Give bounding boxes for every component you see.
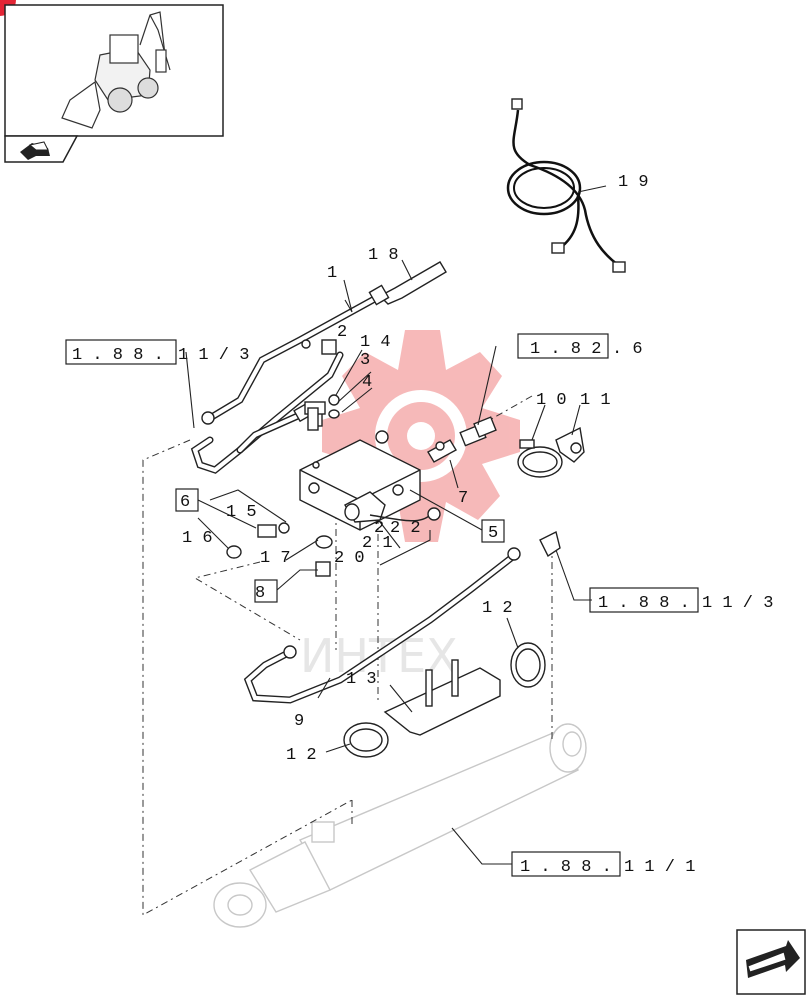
hose-clamp-10 — [517, 439, 563, 478]
previous-page-tab[interactable] — [4, 135, 79, 163]
pipe-assembly-lower — [243, 530, 561, 704]
ref-box-right[interactable]: 1 . 8 8 . 1 1 / 3 — [589, 587, 773, 613]
callout-box-8 — [254, 579, 278, 603]
ref-top-tail: . 6 — [612, 340, 643, 359]
wiring-harness — [506, 98, 626, 273]
callout-13: 1 3 — [346, 670, 377, 689]
callout-9: 9 — [294, 712, 304, 731]
ref-bottom-tail: 1 1 / 1 — [624, 858, 695, 877]
callout-16: 1 6 — [182, 529, 213, 548]
callout-12a: 1 2 — [482, 599, 513, 618]
callout-8: 8 — [255, 584, 265, 603]
routing-line-left — [142, 439, 353, 916]
hose-lower-loop — [190, 339, 344, 474]
bracket-11 — [555, 426, 585, 463]
callout-2b: 2 — [374, 519, 384, 538]
callout-2a: 2 — [337, 323, 347, 342]
callout-box-5 — [481, 519, 505, 543]
ref-box-left[interactable]: 1 . 8 8 . 1 1 / 3 — [65, 339, 249, 365]
hose-clamp-12-lower — [343, 722, 389, 758]
callout-14: 1 4 — [360, 333, 391, 352]
callout-6: 6 — [180, 493, 190, 512]
callout-10: 1 0 — [536, 391, 567, 410]
routing-line-mid-left — [193, 561, 301, 641]
callout-21: 2 1 — [362, 534, 393, 553]
callout-20: 2 0 — [334, 549, 365, 568]
callout-7: 7 — [458, 489, 468, 508]
pipe-assembly-upper — [201, 261, 447, 425]
next-page-arrow-icon — [746, 940, 800, 978]
callout-15: 1 5 — [226, 503, 257, 522]
mounting-bracket-13 — [383, 659, 501, 736]
hydraulic-cylinder-ghost — [213, 723, 587, 928]
callout-5: 5 — [488, 524, 498, 543]
backhoe-loader-icon — [61, 11, 171, 129]
fitting-7 — [459, 416, 497, 447]
valve-block — [299, 409, 441, 531]
hose-clamp-12-upper — [510, 642, 546, 688]
callout-19: 1 9 — [618, 173, 649, 192]
fittings-lower-left — [226, 522, 333, 577]
fittings-upper — [304, 394, 457, 463]
callout-22: 2 2 — [390, 519, 421, 538]
previous-page-arrow-icon — [20, 141, 50, 160]
next-page-button[interactable] — [736, 929, 806, 995]
ref-left-tail: 1 1 / 3 — [178, 346, 249, 365]
ref-top-box-text: 1 . 8 2 — [530, 340, 601, 359]
callout-4: 4 — [362, 373, 372, 392]
callout-18: 1 8 — [368, 246, 399, 265]
callout-17: 1 7 — [260, 549, 291, 568]
ref-bottom-box-text: 1 . 8 8 . — [520, 858, 612, 877]
callout-12b: 1 2 — [286, 746, 317, 765]
ref-right-box-text: 1 . 8 8 . — [598, 594, 690, 613]
leader-lines — [185, 185, 607, 865]
machine-thumbnail[interactable] — [4, 4, 224, 137]
callout-11: 1 1 — [580, 391, 611, 410]
ref-box-top[interactable]: 1 . 8 2 . 6 — [517, 333, 643, 359]
ref-right-tail: 1 1 / 3 — [702, 594, 773, 613]
ref-box-bottom[interactable]: 1 . 8 8 . 1 1 / 1 — [511, 851, 695, 877]
ref-left-box-text: 1 . 8 8 . — [72, 346, 164, 365]
callout-3: 3 — [360, 351, 370, 370]
callout-1: 1 — [327, 264, 337, 283]
